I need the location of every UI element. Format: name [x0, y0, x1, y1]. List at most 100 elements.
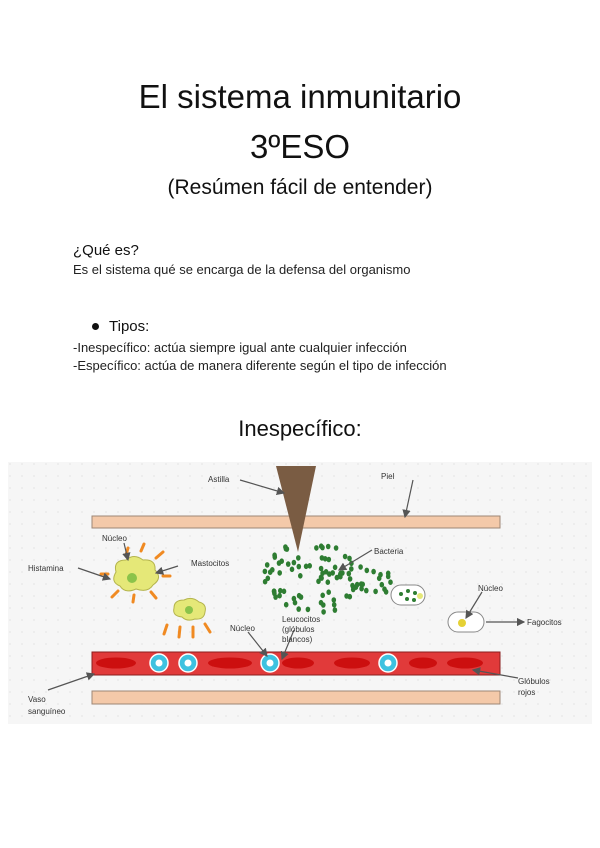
red-blood-cell [447, 657, 483, 669]
bacterium [331, 597, 337, 603]
label-bacteria: Bacteria [374, 547, 404, 556]
bacterium [354, 581, 360, 588]
phagocyte-engulfing [390, 584, 426, 606]
bacterium [371, 568, 376, 575]
bacterium [338, 573, 343, 580]
bacterium [320, 592, 326, 599]
bacterium [279, 558, 285, 564]
bacterium [307, 563, 313, 569]
red-blood-cell [96, 657, 136, 669]
intro-answer: Es el sistema qué se encarga de la defen… [73, 262, 411, 277]
bacterium [326, 589, 332, 595]
bacterium [264, 562, 270, 568]
label-astilla: Astilla [208, 475, 230, 484]
bacterium [346, 570, 352, 577]
label-fagocitos: Fagocitos [527, 618, 562, 627]
label-vaso-2: sanguíneo [28, 707, 66, 716]
phagocyte-cell [447, 611, 485, 633]
bacterium [271, 588, 277, 594]
label-leucocitos-2: (glóbulos [282, 625, 314, 634]
bacterium [316, 578, 321, 585]
label-histamina: Histamina [28, 564, 64, 573]
immune-diagram: Astilla Piel Núcleo Histamina Mastocitos… [8, 462, 592, 724]
bacterium [291, 595, 297, 602]
bacterium [364, 567, 370, 574]
bacterium [303, 563, 309, 570]
type-nonspecific: -Inespecífico: actúa siempre igual ante … [73, 340, 407, 355]
bacterium [388, 579, 393, 585]
bacterium [281, 588, 287, 595]
bacterium [382, 586, 387, 592]
bacterium [296, 563, 302, 570]
label-nucleo-right: Núcleo [478, 584, 503, 593]
bacterium [320, 570, 325, 576]
bacterium [277, 592, 282, 599]
bacterium [376, 575, 382, 582]
page-title-line1: El sistema inmunitario [138, 78, 462, 115]
bacterium [333, 545, 339, 551]
bacterium [296, 592, 302, 599]
red-blood-cell [334, 657, 370, 669]
label-globulos-2: rojos [518, 688, 535, 697]
bacterium [344, 593, 349, 599]
bacterium [278, 587, 283, 594]
bacterium [321, 609, 326, 615]
page-title-line2: 3ºESO [249, 128, 351, 165]
bacterium [358, 581, 364, 587]
label-nucleo-top: Núcleo [102, 534, 127, 543]
page-subtitle: (Resúmen fácil de entender) [167, 176, 433, 199]
bacterium [318, 543, 324, 549]
bacterium [318, 565, 324, 572]
section-title: Inespecífico: [238, 416, 362, 441]
bacterium [322, 556, 328, 562]
bacterium [326, 556, 332, 563]
bacterium [347, 576, 353, 582]
bacterium [331, 602, 337, 608]
intro-question: ¿Qué es? [73, 242, 139, 259]
mastocyte-nucleus [127, 573, 137, 583]
bacterium [285, 561, 291, 567]
bacterium [325, 579, 331, 585]
bacterium [373, 588, 378, 595]
bacterium [325, 543, 331, 550]
red-blood-cell [208, 657, 252, 669]
bacterium [270, 567, 275, 573]
bacterium [298, 573, 303, 579]
label-mastocitos: Mastocitos [191, 559, 229, 568]
label-piel: Piel [381, 472, 395, 481]
bacterium [364, 587, 369, 594]
bacterium [359, 585, 364, 592]
bacterium [305, 606, 311, 613]
bullet-dot-icon [92, 322, 99, 330]
label-nucleo-mid: Núcleo [230, 624, 255, 633]
bacterium [347, 555, 352, 562]
bacterium [277, 570, 283, 576]
bacterium [314, 545, 319, 551]
bacterium [262, 568, 268, 575]
white-blood-cells [149, 653, 398, 673]
bacteria-cluster [262, 543, 393, 615]
splinter-icon [276, 466, 316, 552]
label-leucocitos-1: Leucocitos [282, 615, 320, 624]
type-specific: -Específico: actúa de manera diferente s… [73, 358, 447, 373]
red-blood-cells [96, 657, 483, 669]
bacterium [327, 571, 332, 577]
bacterium [283, 601, 289, 608]
bacterium [291, 559, 297, 566]
red-blood-cell [282, 657, 314, 669]
red-blood-cell [409, 657, 437, 669]
bacterium [296, 555, 301, 561]
bacterium [273, 594, 278, 600]
types-bullet-label: Tipos: [109, 318, 150, 335]
bacterium [265, 575, 271, 582]
mastocyte-cell [113, 556, 159, 592]
bacterium [379, 581, 385, 588]
label-leucocitos-3: blancos) [282, 635, 313, 644]
bacterium [283, 544, 288, 550]
bacterium [342, 553, 348, 560]
label-vaso-1: Vaso [28, 695, 46, 704]
bacterium [321, 602, 326, 608]
vessel-bottom-wall [91, 690, 501, 705]
histamine-release [162, 622, 212, 639]
bacterium [332, 607, 338, 613]
